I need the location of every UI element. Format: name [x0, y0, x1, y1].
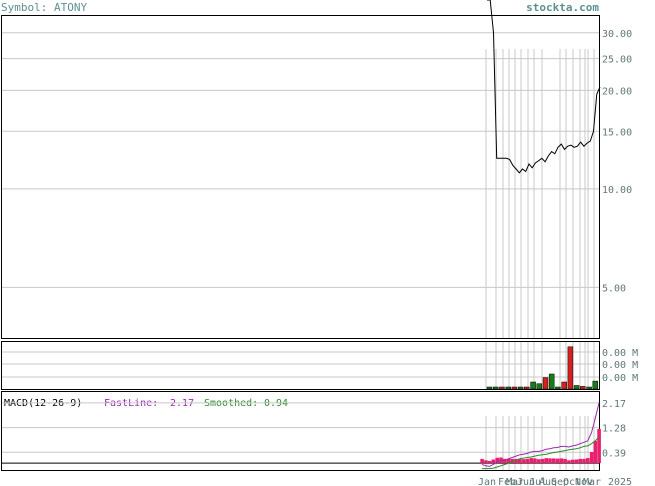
macd-histogram-bar — [589, 452, 594, 464]
x-tick-label: Nov — [575, 477, 593, 486]
macd-panel: MACD(12-26-9) FastLine: 2.17 Smoothed: 0… — [1, 391, 626, 471]
volume-bar — [573, 385, 580, 390]
macd-histogram-bar — [518, 458, 522, 464]
volume-bar — [486, 386, 493, 390]
x-tick-label: Jul — [529, 477, 547, 486]
volume-bar — [580, 386, 586, 390]
volume-bar — [517, 386, 524, 390]
volume-bar — [586, 386, 592, 390]
macd-histogram-bar — [570, 459, 575, 463]
macd-histogram-bar — [567, 460, 571, 464]
macd-histogram-bar — [510, 458, 515, 464]
macd-histogram-bar — [502, 458, 507, 464]
macd-histogram-bar — [514, 458, 518, 464]
x-tick-label: Jan — [478, 477, 496, 486]
macd-histogram-bar — [536, 459, 541, 464]
volume-bar — [548, 373, 555, 390]
macd-tick-label: 2.17 — [602, 399, 626, 410]
macd-histogram-bar — [552, 458, 556, 464]
x-tick-label: Mar — [583, 477, 601, 486]
macd-histogram-bar — [597, 429, 601, 464]
macd-histogram-bar — [484, 460, 488, 464]
macd-histogram-bar — [491, 459, 496, 464]
x-tick-label: Sep — [551, 477, 569, 486]
symbol-label: Symbol: ATONY — [1, 1, 87, 14]
price-tick-label: 25.00 — [602, 55, 632, 66]
site-logo-text: stockta.com — [526, 1, 599, 14]
macd-histogram-bar — [521, 459, 526, 464]
volume-bar — [505, 386, 511, 390]
volume-bar — [542, 377, 549, 390]
volume-tick-label: 0.00 M — [602, 348, 638, 359]
macd-histogram-bar — [544, 458, 549, 464]
x-tick-label: 2025 — [608, 477, 632, 486]
volume-frame — [1, 341, 600, 390]
macd-histogram-bar — [529, 458, 533, 464]
x-tick-label: Oct — [563, 477, 581, 486]
macd-histogram-bar — [548, 458, 552, 464]
price-tick-label: 20.00 — [602, 86, 632, 97]
macd-fastline-value: 2.17 — [170, 398, 194, 409]
macd-histogram-bar — [480, 458, 484, 464]
volume-bar — [499, 386, 505, 390]
macd-smoothed-line — [482, 436, 600, 470]
price-frame — [1, 15, 600, 339]
volume-tick-label: 0.00 M — [602, 360, 638, 371]
macd-histogram-bar — [540, 458, 545, 464]
volume-tick-label: 0.00 M — [602, 373, 638, 384]
macd-histogram-bar — [559, 458, 564, 464]
price-tick-label: 30.00 — [602, 29, 632, 40]
volume-bar — [555, 386, 561, 390]
macd-smoothed-value: 0.94 — [264, 398, 288, 409]
price-line — [487, 0, 601, 174]
macd-smoothed-label: Smoothed: — [204, 398, 258, 409]
macd-label: MACD(12-26-9) — [4, 398, 82, 409]
x-tick-label: Feb — [498, 477, 516, 486]
macd-fastline-line — [481, 402, 600, 467]
macd-histogram-bar — [525, 458, 530, 464]
volume-bar — [530, 381, 536, 390]
volume-bar — [561, 381, 567, 390]
macd-histogram-bar — [495, 457, 499, 464]
price-tick-label: 15.00 — [602, 127, 632, 138]
macd-fastline-label: FastLine: — [104, 398, 158, 409]
x-tick-label: Jun — [517, 477, 535, 486]
macd-histogram-bar — [593, 440, 598, 464]
macd-histogram-bar — [582, 458, 586, 464]
macd-histogram-bar — [555, 458, 560, 463]
macd-histogram-bar — [487, 460, 492, 464]
volume-bar — [511, 386, 518, 390]
x-tick-label: Aug — [539, 477, 557, 486]
price-panel: 30.00 25.00 20.00 15.00 10.00 5.00 — [1, 0, 632, 339]
macd-histogram-bar — [506, 458, 511, 464]
volume-bar — [592, 380, 599, 390]
macd-histogram-bar — [586, 458, 590, 464]
volume-bar — [567, 346, 574, 390]
volume-bar — [536, 383, 543, 390]
macd-histogram-bar — [533, 458, 537, 464]
volume-bar — [492, 386, 499, 390]
volume-panel: 0.00 M0.00 M0.00 M — [1, 341, 638, 390]
macd-histogram-bar — [563, 458, 567, 464]
macd-tick-label: 0.39 — [602, 448, 626, 459]
macd-histogram-bar — [578, 458, 582, 464]
price-tick-label: 10.00 — [602, 185, 632, 196]
macd-histogram-bar — [574, 459, 579, 464]
price-tick-label: 5.00 — [602, 283, 626, 294]
volume-bar — [524, 386, 530, 390]
macd-tick-label: 1.28 — [602, 424, 626, 435]
x-tick-label: Mar — [506, 477, 524, 486]
